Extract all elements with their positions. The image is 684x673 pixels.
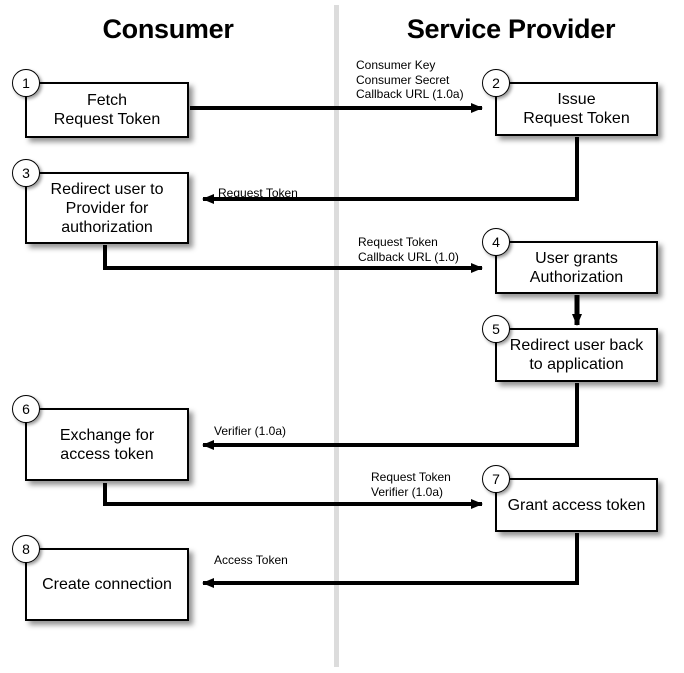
connector-5-to-6 xyxy=(202,383,579,450)
lane-divider xyxy=(334,5,339,667)
step-badge-8: 8 xyxy=(12,535,40,563)
flow-node-label: Fetch Request Token xyxy=(53,92,161,128)
flow-node-4[interactable]: 4 User grants Authorization xyxy=(482,228,658,294)
flow-node-label: User grants Authorization xyxy=(529,249,624,286)
flow-node-7[interactable]: 7 Grant access token xyxy=(482,465,658,532)
flow-node-label: Grant access token xyxy=(507,496,646,514)
lane-title-consumer: Consumer xyxy=(102,14,234,44)
connector-7-to-8 xyxy=(202,533,579,588)
flow-node-8[interactable]: 8 Create connection xyxy=(12,535,189,621)
edge-label-1-to-2: Consumer Key Consumer Secret Callback UR… xyxy=(356,58,464,101)
flow-node-1[interactable]: 1 Fetch Request Token xyxy=(12,69,189,138)
edge-label-2-to-3: Request Token xyxy=(218,186,298,200)
flow-node-6[interactable]: 6 Exchange for access token xyxy=(12,395,189,481)
edge-label-5-to-6: Verifier (1.0a) xyxy=(214,424,287,438)
flow-node-label: Redirect user to Provider for authorizat… xyxy=(50,180,164,236)
flow-node-label: Create connection xyxy=(42,576,172,593)
step-badge-3: 3 xyxy=(12,159,40,187)
lane-title-provider: Service Provider xyxy=(406,14,616,44)
flow-node-2[interactable]: 2 Issue Request Token xyxy=(482,69,658,136)
flow-node-label: Issue Request Token xyxy=(523,91,630,127)
step-badge-6: 6 xyxy=(12,395,40,423)
flow-node-label: Redirect user back to application xyxy=(509,337,644,373)
edge-label-6-to-7: Request Token Verifier (1.0a) xyxy=(371,470,451,499)
edge-label-7-to-8: Access Token xyxy=(214,553,288,567)
step-badge-5: 5 xyxy=(482,315,510,343)
flow-node-5[interactable]: 5 Redirect user back to application xyxy=(482,315,658,382)
flow-node-label: Exchange for access token xyxy=(59,426,155,463)
step-badge-2: 2 xyxy=(482,69,510,97)
edge-label-3-to-4: Request Token Callback URL (1.0) xyxy=(358,235,459,264)
step-badge-1: 1 xyxy=(12,69,40,97)
step-badge-4: 4 xyxy=(482,228,510,256)
step-badge-7: 7 xyxy=(482,465,510,493)
connector-6-to-7 xyxy=(103,483,483,509)
flow-node-3[interactable]: 3 Redirect user to Provider for authoriz… xyxy=(12,159,189,244)
connector-2-to-3 xyxy=(202,137,579,204)
connector-3-to-4 xyxy=(103,245,483,273)
